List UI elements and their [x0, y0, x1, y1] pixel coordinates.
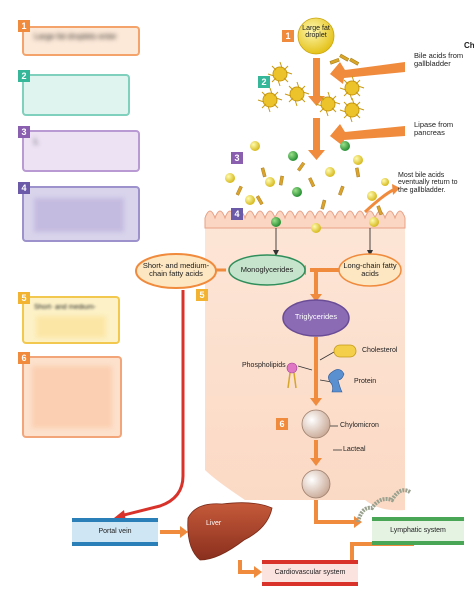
step-card-5-blurred-body [36, 316, 106, 338]
short-medium-oval [135, 253, 217, 289]
step-card-4-number: 4 [18, 182, 30, 194]
monoglycerides-label: Monoglycerides [240, 265, 294, 274]
step-card-6-number: 6 [18, 352, 30, 364]
step-card-4 [22, 186, 140, 242]
step-marker-1: 1 [282, 30, 294, 42]
bile-acids-label: Bile acids from gallbladder [414, 51, 464, 68]
protein-shape [328, 369, 345, 393]
long-chain-label: Long-chain fatty acids [343, 261, 397, 278]
step-marker-2: 2 [258, 76, 270, 88]
intestinal-cell [205, 215, 405, 511]
step-card-5: Short- and medium- [22, 296, 120, 344]
long-chain-oval [338, 253, 402, 287]
portal-vein [72, 518, 158, 546]
chylomicron [301, 409, 331, 439]
cardiovascular-band [262, 560, 358, 586]
cardiovascular-system-label: Cardiovascular system [274, 569, 346, 576]
step-card-2 [22, 74, 130, 116]
triglyceride-oval [282, 299, 350, 337]
bile-return-label: Most bile acids eventually return to the… [398, 172, 458, 194]
lipase-arrow [330, 124, 405, 146]
step-card-6-blurred-body [32, 366, 112, 428]
emulsified-droplets [257, 61, 365, 123]
lipase-label: Lipase from pancreas [414, 120, 454, 137]
step-card-3-text: L [34, 137, 39, 146]
liver-label: Liver [206, 520, 222, 527]
chylomicron-label: Chylomicron [340, 422, 379, 429]
corner-text: Ch [464, 41, 474, 50]
step-card-3: L [22, 130, 140, 172]
step-card-5-number: 5 [18, 292, 30, 304]
cholesterol-label: Cholesterol [362, 347, 398, 354]
phospholipids-label: Phospholipids [242, 362, 286, 369]
step-card-2-number: 2 [18, 70, 30, 82]
phospholipid-shape [286, 362, 298, 389]
lymphatic-system-label: Lymphatic system [390, 527, 446, 534]
large-fat-droplet-label: Large fat droplet [302, 25, 330, 40]
liver [187, 502, 273, 561]
bile-return-arrow [363, 188, 394, 214]
monoglyceride-oval [228, 254, 306, 286]
bile-arrow [330, 62, 405, 84]
step-card-1: Large fat droplets enter [22, 26, 140, 56]
step-card-6 [22, 356, 122, 438]
large-fat-droplet [297, 17, 335, 55]
cholesterol-shape [333, 344, 357, 358]
step-marker-6: 6 [276, 418, 288, 430]
step-marker-5: 5 [196, 289, 208, 301]
triglycerides-label: Triglycerides [294, 312, 338, 321]
main-flow-arrows [308, 58, 325, 160]
absorbed-molecules [225, 141, 389, 233]
red-arrow [119, 290, 185, 518]
lymph-vessel [356, 488, 412, 523]
bile-acid-molecules [329, 53, 360, 66]
step-card-4-blurred-body [34, 198, 124, 232]
step-card-5-text: Short- and medium- [34, 304, 96, 311]
cell-arrows [275, 228, 371, 252]
step-card-1-text: Large fat droplets enter [34, 32, 117, 41]
step-marker-4: 4 [231, 208, 243, 220]
step-marker-3: 3 [231, 152, 243, 164]
step-card-3-number: 3 [18, 126, 30, 138]
chylomicron-lacteal [301, 469, 331, 499]
short-medium-label: Short- and medium-chain fatty acids [142, 261, 210, 278]
portal-vein-label: Portal vein [98, 528, 132, 535]
lacteal-label: Lacteal [343, 446, 366, 453]
protein-label: Protein [354, 378, 377, 385]
lymphatic-band [372, 517, 464, 545]
step-card-1-number: 1 [18, 20, 30, 32]
